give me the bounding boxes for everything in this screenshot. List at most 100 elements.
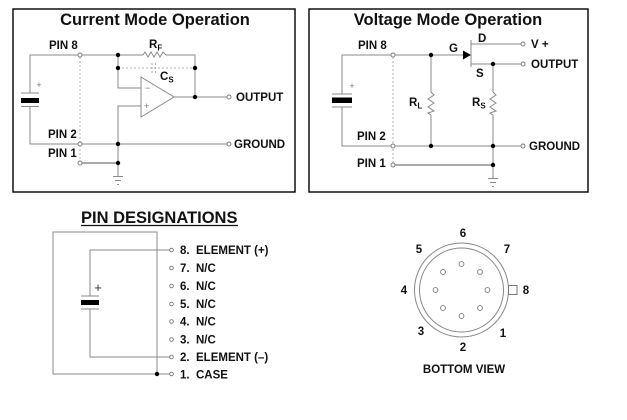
pin8-gate-wire <box>341 54 463 94</box>
pin-number-label: 2 <box>460 342 466 354</box>
op-amp-plus: + <box>144 101 149 111</box>
pin8-terminal <box>77 52 83 58</box>
noninverting-input-wire <box>117 105 141 176</box>
svg-text:2.ELEMENT (–): 2. ELEMENT (–) <box>180 352 268 364</box>
panel-frame <box>308 8 589 193</box>
capacitor-plus-sign: + <box>349 81 354 91</box>
svg-text:8.ELEMENT (+): 8. ELEMENT (+) <box>180 245 269 257</box>
pin2-label: PIN 2 <box>357 131 386 143</box>
pin1-terminal <box>390 162 396 168</box>
op-amp-minus: − <box>145 83 150 93</box>
pin1-terminal <box>77 160 83 166</box>
rf-label: RF <box>149 39 162 53</box>
junction-dot <box>115 65 121 71</box>
pin-item: 5.N/C <box>169 299 216 311</box>
pin-item: 6. N/C <box>169 281 216 293</box>
case-outline <box>52 231 158 375</box>
pin-terminal <box>169 354 174 360</box>
ground-label: GROUND <box>529 141 580 153</box>
ground-icon <box>488 178 498 187</box>
pin-number: 8. <box>180 245 190 257</box>
pin1-label: PIN 1 <box>357 158 386 170</box>
sensor-capacitor-symbol: + <box>21 80 42 107</box>
pin-function: N/C <box>196 335 216 347</box>
pin-terminal <box>169 265 174 271</box>
pin-hole <box>477 269 483 275</box>
output-terminal <box>226 94 232 100</box>
pin-item: 4.N/C <box>169 317 216 329</box>
element-minus-wire <box>89 309 170 358</box>
element-plus-wire <box>89 249 170 296</box>
junction-dot <box>428 143 434 149</box>
pin-function: CASE <box>196 370 228 382</box>
pin-item: 1.CASE <box>169 370 228 382</box>
gate-arrow-icon <box>463 50 471 60</box>
svg-text:7.N/C: 7.N/C <box>180 263 216 275</box>
pin-item: 3. N/C <box>169 335 216 347</box>
pin-hole <box>484 287 491 293</box>
junction-dot <box>490 61 496 67</box>
pin-terminal <box>169 371 174 377</box>
pin8-terminal <box>390 52 396 58</box>
output-label: OUTPUT <box>531 59 578 71</box>
pin-list: 8.ELEMENT (+) 7.N/C 6.N/C 5.N/C 4.N/C 3.… <box>169 245 269 382</box>
capacitor-plus-sign: + <box>36 80 41 90</box>
pin-function: N/C <box>196 281 216 293</box>
junction-dot <box>192 94 198 100</box>
pin-hole <box>440 269 446 275</box>
connector-key-tab <box>508 285 518 295</box>
junction-dot <box>115 160 121 166</box>
connector-outer-ring <box>414 242 509 338</box>
svg-text:6.N/C: 6. N/C <box>180 281 216 293</box>
vplus-label: V + <box>531 39 549 51</box>
pin-function: N/C <box>196 317 216 329</box>
cs-label: CS <box>160 71 174 85</box>
pin2-label: PIN 2 <box>48 129 77 141</box>
pin-number-label: 6 <box>460 228 466 240</box>
bottom-view-section: 1 2 3 4 5 6 7 8 BOTTOM VIEW <box>401 228 530 376</box>
pin-function: ELEMENT (–) <box>196 352 268 364</box>
svg-text:1.CASE: 1.CASE <box>180 370 228 382</box>
output-terminal <box>520 61 526 67</box>
pin-terminal <box>169 319 174 324</box>
pin-terminal <box>169 337 174 342</box>
pin-number: 6. <box>180 281 190 293</box>
pin-designations-section: PIN DESIGNATIONS + 8.ELEMENT (+) 7.N/C <box>52 209 269 382</box>
source-resistor-rs <box>488 91 498 116</box>
pin-number-label: 4 <box>401 285 408 297</box>
voltage-mode-panel: Voltage Mode Operation + <box>308 8 589 193</box>
pin-number: 7. <box>180 263 190 275</box>
junction-dot <box>490 143 496 149</box>
junction-dot <box>428 52 434 58</box>
pin-number-label: 1 <box>500 328 507 340</box>
current-mode-panel: Current Mode Operation + − + <box>12 8 296 193</box>
pin-hole <box>432 287 439 293</box>
pin-item: 7.N/C <box>169 263 216 275</box>
pin-hole <box>458 261 465 267</box>
sensor-capacitor-symbol: + <box>81 280 102 310</box>
load-resistor-rl <box>426 91 436 116</box>
pin2-terminal <box>77 141 83 147</box>
junction-dot <box>490 162 496 168</box>
panel-frame <box>12 8 296 193</box>
pin-function: N/C <box>196 299 216 311</box>
svg-text:4.N/C: 4.N/C <box>180 317 216 329</box>
pin-number-label: 7 <box>504 244 510 256</box>
ground-terminal <box>520 143 526 149</box>
pin-hole <box>458 313 465 319</box>
pin-number: 2. <box>180 352 190 364</box>
drain-label: D <box>478 33 486 45</box>
pin-terminal <box>169 301 174 307</box>
junction-dot <box>154 371 160 377</box>
panel-title: Voltage Mode Operation <box>354 11 543 29</box>
pin-hole <box>440 305 446 311</box>
capacitor-plus-sign: + <box>94 280 102 295</box>
pin-function: ELEMENT (+) <box>196 245 269 257</box>
pin8-wire <box>29 54 143 93</box>
junction-dot <box>115 52 121 58</box>
sensor-capacitor-symbol: + <box>332 81 355 108</box>
pin-number-label: 3 <box>418 326 424 338</box>
pin-number: 3. <box>180 335 190 347</box>
op-amp-symbol <box>140 76 175 118</box>
